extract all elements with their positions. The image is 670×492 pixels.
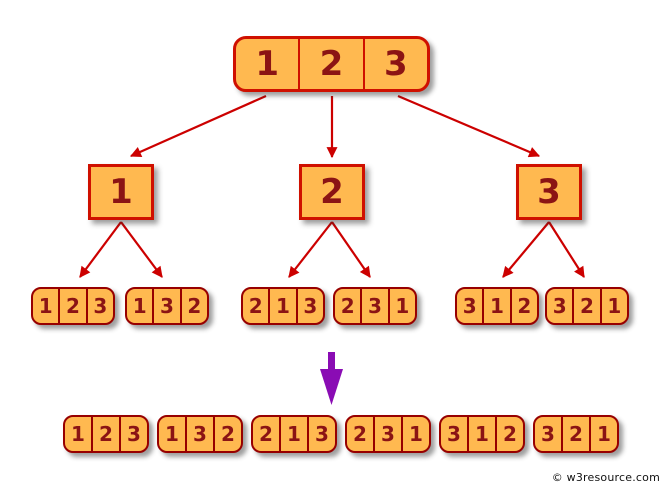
digit-cell: 1 <box>589 417 617 451</box>
digit-cell: 2 <box>248 294 263 318</box>
edge-node3-to-perm312 <box>502 221 550 278</box>
result-node-312: 3 1 2 <box>439 415 525 453</box>
digit-cell: 3 <box>85 289 113 323</box>
digit-cell: 3 <box>119 417 147 451</box>
digit-cell: 3 <box>537 172 561 212</box>
digit-cell: 3 <box>447 422 461 446</box>
perm-node-321: 3 2 1 <box>545 287 629 325</box>
digit-cell: 2 <box>213 417 241 451</box>
digit-cell: 3 <box>373 417 401 451</box>
perm-node-123: 1 2 3 <box>31 287 115 325</box>
level1-node-2: 2 <box>299 164 365 220</box>
digit-cell: 2 <box>572 289 599 323</box>
digit-cell: 1 <box>109 172 133 212</box>
merge-down-arrow-icon <box>320 352 343 405</box>
digit-cell: 1 <box>268 289 295 323</box>
digit-cell: 1 <box>482 289 509 323</box>
digit-cell: 1 <box>165 422 179 446</box>
digit-cell: 3 <box>185 417 213 451</box>
digit-cell: 2 <box>495 417 523 451</box>
digit-cell: 3 <box>541 422 555 446</box>
digit-cell: 3 <box>362 39 427 89</box>
digit-cell: 3 <box>462 294 477 318</box>
level1-node-3: 3 <box>516 164 582 220</box>
edge-root-to-node1 <box>129 94 267 158</box>
digit-cell: 2 <box>58 289 85 323</box>
root-node: 1 2 3 <box>233 36 430 92</box>
digit-cell: 1 <box>38 294 53 318</box>
edge-node2-to-perm231 <box>331 221 371 278</box>
result-node-213: 2 1 3 <box>251 415 337 453</box>
digit-cell: 2 <box>561 417 589 451</box>
digit-cell: 1 <box>599 289 627 323</box>
edge-node1-to-perm123 <box>79 221 122 278</box>
digit-cell: 1 <box>387 289 415 323</box>
digit-cell: 2 <box>340 294 355 318</box>
digit-cell: 1 <box>401 417 429 451</box>
digit-cell: 3 <box>152 289 179 323</box>
digit-cell: 2 <box>320 172 344 212</box>
edge-node1-to-perm132 <box>120 221 163 278</box>
digit-cell: 2 <box>298 39 362 89</box>
digit-cell: 3 <box>307 417 335 451</box>
level1-node-1: 1 <box>88 164 154 220</box>
result-node-123: 1 2 3 <box>63 415 149 453</box>
digit-cell: 1 <box>467 417 495 451</box>
edge-node3-to-perm321 <box>548 221 585 278</box>
digit-cell: 2 <box>259 422 273 446</box>
digit-cell: 2 <box>179 289 207 323</box>
digit-cell: 1 <box>71 422 85 446</box>
digit-cell: 3 <box>360 289 387 323</box>
digit-cell: 2 <box>91 417 119 451</box>
perm-node-312: 3 1 2 <box>455 287 539 325</box>
perm-node-231: 2 3 1 <box>333 287 417 325</box>
digit-cell: 1 <box>255 44 279 84</box>
perm-node-213: 2 1 3 <box>241 287 325 325</box>
edge-node2-to-perm213 <box>288 221 333 278</box>
result-node-321: 3 2 1 <box>533 415 619 453</box>
result-node-231: 2 3 1 <box>345 415 431 453</box>
result-node-132: 1 3 2 <box>157 415 243 453</box>
perm-node-132: 1 3 2 <box>125 287 209 325</box>
digit-cell: 1 <box>132 294 147 318</box>
digit-cell: 2 <box>509 289 537 323</box>
digit-cell: 1 <box>279 417 307 451</box>
digit-cell: 2 <box>353 422 367 446</box>
edge-root-to-node3 <box>397 94 541 158</box>
digit-cell: 3 <box>552 294 567 318</box>
copyright-text: © w3resource.com <box>551 471 660 484</box>
digit-cell: 3 <box>295 289 323 323</box>
